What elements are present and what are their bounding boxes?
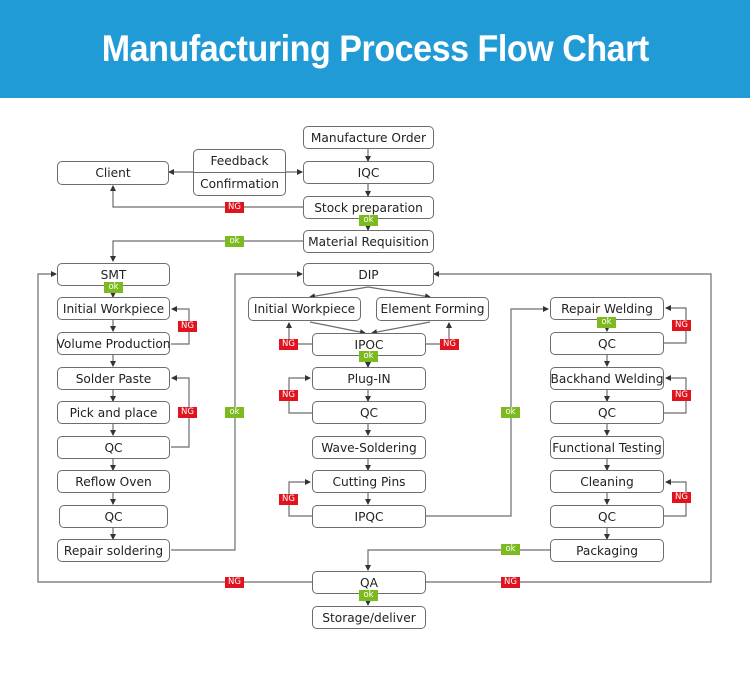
ng-tag: NG bbox=[672, 492, 691, 503]
ng-tag: NG bbox=[225, 577, 244, 588]
ng-tag: NG bbox=[672, 320, 691, 331]
dip-box: DIP bbox=[303, 263, 434, 286]
dip-step: IPQC bbox=[312, 505, 426, 528]
feedback-box: Feedback bbox=[193, 149, 286, 173]
ng-tag: NG bbox=[440, 339, 459, 350]
ok-tag: ok bbox=[501, 407, 520, 418]
ng-tag: NG bbox=[279, 494, 298, 505]
ok-tag: ok bbox=[359, 215, 378, 226]
line-qa-ng-dip bbox=[426, 271, 712, 583]
ng-tag: NG bbox=[178, 321, 197, 332]
client-box: Client bbox=[57, 161, 169, 185]
post-step: Packaging bbox=[550, 539, 664, 562]
title-banner: Manufacturing Process Flow Chart bbox=[0, 0, 750, 98]
ok-tag: ok bbox=[359, 590, 378, 601]
manufacture-order-box: Manufacture Order bbox=[303, 126, 434, 149]
post-step: QC bbox=[550, 505, 664, 528]
post-step: QC bbox=[550, 401, 664, 424]
dip-step: Wave-Soldering bbox=[312, 436, 426, 459]
ok-tag: ok bbox=[597, 317, 616, 328]
iqc-box: IQC bbox=[303, 161, 434, 184]
smt-box: SMT bbox=[57, 263, 170, 286]
ok-tag: ok bbox=[225, 407, 244, 418]
post-step: Repair Welding bbox=[550, 297, 664, 320]
dip-step: Cutting Pins bbox=[312, 470, 426, 493]
confirmation-box: Confirmation bbox=[193, 172, 286, 196]
dip-step: Plug-IN bbox=[312, 367, 426, 390]
line-packaging-ok-qa bbox=[365, 549, 550, 571]
stock-preparation-box: Stock preparation bbox=[303, 196, 434, 219]
smt-step: Solder Paste bbox=[57, 367, 170, 390]
storage-deliver-box: Storage/deliver bbox=[312, 606, 426, 629]
post-step: QC bbox=[550, 332, 664, 355]
smt-step: QC bbox=[59, 505, 168, 528]
smt-step: Initial Workpiece bbox=[57, 297, 170, 320]
ng-tag: NG bbox=[178, 407, 197, 418]
ok-tag: ok bbox=[501, 544, 520, 555]
material-requisition-box: Material Requisition bbox=[303, 230, 434, 253]
ok-tag: ok bbox=[359, 351, 378, 362]
dip-branch: Element Forming bbox=[376, 297, 489, 321]
post-step: Cleaning bbox=[550, 470, 664, 493]
ng-tag: NG bbox=[279, 339, 298, 350]
smt-step: Repair soldering bbox=[57, 539, 170, 562]
ok-tag: ok bbox=[225, 236, 244, 247]
ng-tag: NG bbox=[672, 390, 691, 401]
smt-step: Volume Production bbox=[56, 332, 171, 355]
smt-step: Reflow Oven bbox=[57, 470, 170, 493]
post-step: Backhand Welding bbox=[550, 367, 664, 390]
smt-step: QC bbox=[57, 436, 170, 459]
ng-tag: NG bbox=[279, 390, 298, 401]
smt-step: Pick and place bbox=[57, 401, 170, 424]
line-material-ok-smt bbox=[110, 240, 304, 262]
page-title: Manufacturing Process Flow Chart bbox=[101, 28, 649, 69]
dip-step: QC bbox=[312, 401, 426, 424]
line-qa-ng-smt bbox=[37, 271, 312, 583]
ok-tag: ok bbox=[104, 282, 123, 293]
dip-branch: Initial Workpiece bbox=[248, 297, 361, 321]
post-step: Functional Testing bbox=[550, 436, 664, 459]
ng-tag: NG bbox=[225, 202, 244, 213]
ng-tag: NG bbox=[501, 577, 520, 588]
